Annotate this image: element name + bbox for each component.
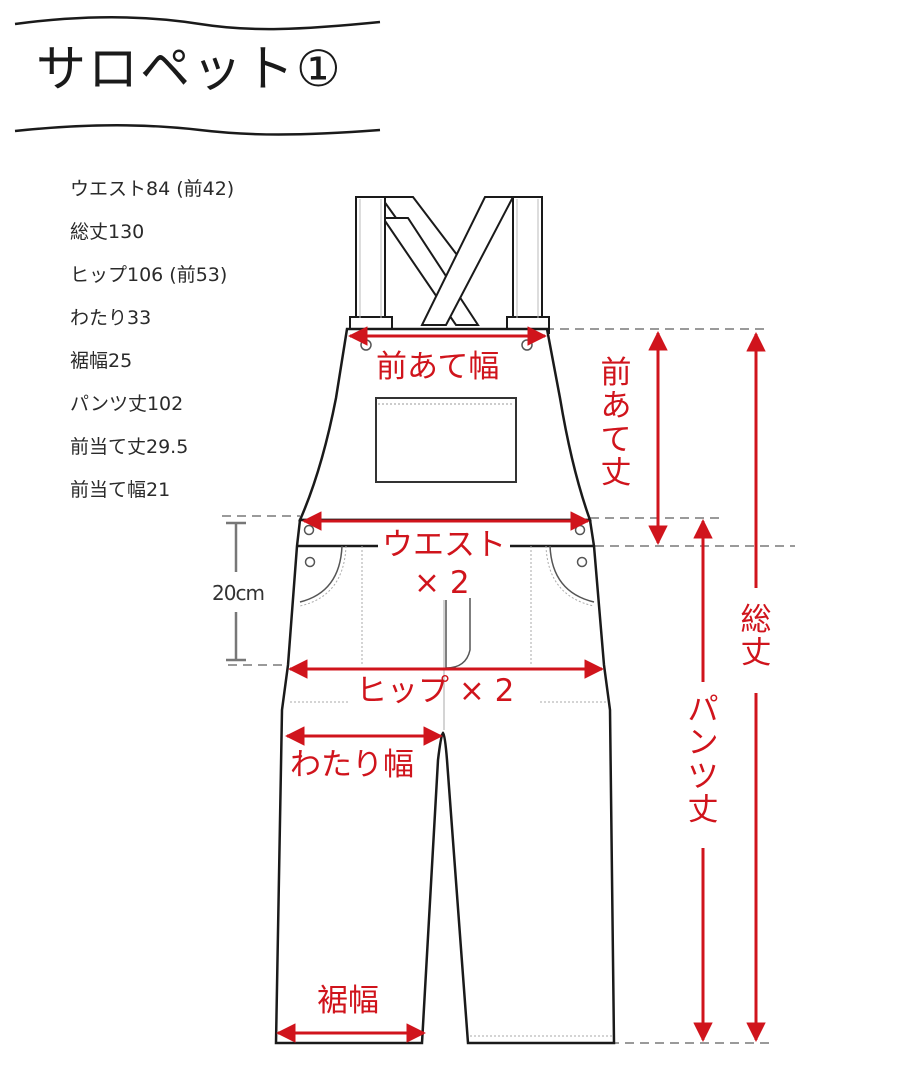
- waist-label: ウエスト: [378, 530, 510, 561]
- char: 丈: [600, 455, 632, 492]
- title-rule-top: [14, 16, 381, 31]
- spec-bib-length: 前当て丈29.5: [70, 436, 189, 458]
- char: て: [600, 421, 632, 458]
- hip-offset-dimension: [226, 521, 246, 662]
- waist-mult-label: × 2: [414, 565, 470, 601]
- bib-pocket: [375, 397, 517, 483]
- total-length-label: 総 丈: [739, 602, 773, 672]
- spec-hip: ヒップ106 (前53): [70, 264, 228, 286]
- guide-lines: [222, 328, 795, 1044]
- thigh-label: わたり幅: [290, 747, 414, 783]
- hip-offset-label: 20cm: [212, 581, 265, 605]
- char: ン: [687, 725, 719, 762]
- spec-thigh: わたり33: [70, 307, 152, 329]
- straps: [349, 196, 550, 334]
- spec-waist: ウエスト84 (前42): [70, 178, 235, 200]
- pants-length-label: パ ン ツ 丈: [686, 692, 720, 829]
- char: 前: [600, 355, 632, 391]
- char: パ: [687, 692, 719, 728]
- char: 総: [740, 602, 772, 638]
- spec-pants-length: パンツ丈102: [70, 393, 184, 415]
- page-title: サロペット①: [36, 40, 343, 98]
- spec-hem: 裾幅25: [70, 350, 133, 372]
- dimension-arrows: [276, 326, 668, 1043]
- char: あ: [600, 388, 632, 425]
- char: 丈: [687, 792, 719, 829]
- hem-label: 裾幅: [317, 983, 379, 1019]
- char: 丈: [740, 635, 772, 672]
- bib-width-label: 前あて幅: [376, 349, 500, 385]
- measurement-list: ウエスト84 (前42) 総丈130 ヒップ106 (前53) わたり33 裾幅…: [70, 174, 234, 518]
- title-rule-bottom: [14, 124, 381, 136]
- pants-outline: [274, 518, 616, 1045]
- spec-bib-width: 前当て幅21: [70, 479, 171, 501]
- bib-length-label: 前 あ て 丈: [599, 355, 633, 492]
- hip-label: ヒップ × 2: [356, 673, 515, 709]
- spec-total-length: 総丈130: [70, 221, 145, 243]
- char: ツ: [687, 758, 719, 795]
